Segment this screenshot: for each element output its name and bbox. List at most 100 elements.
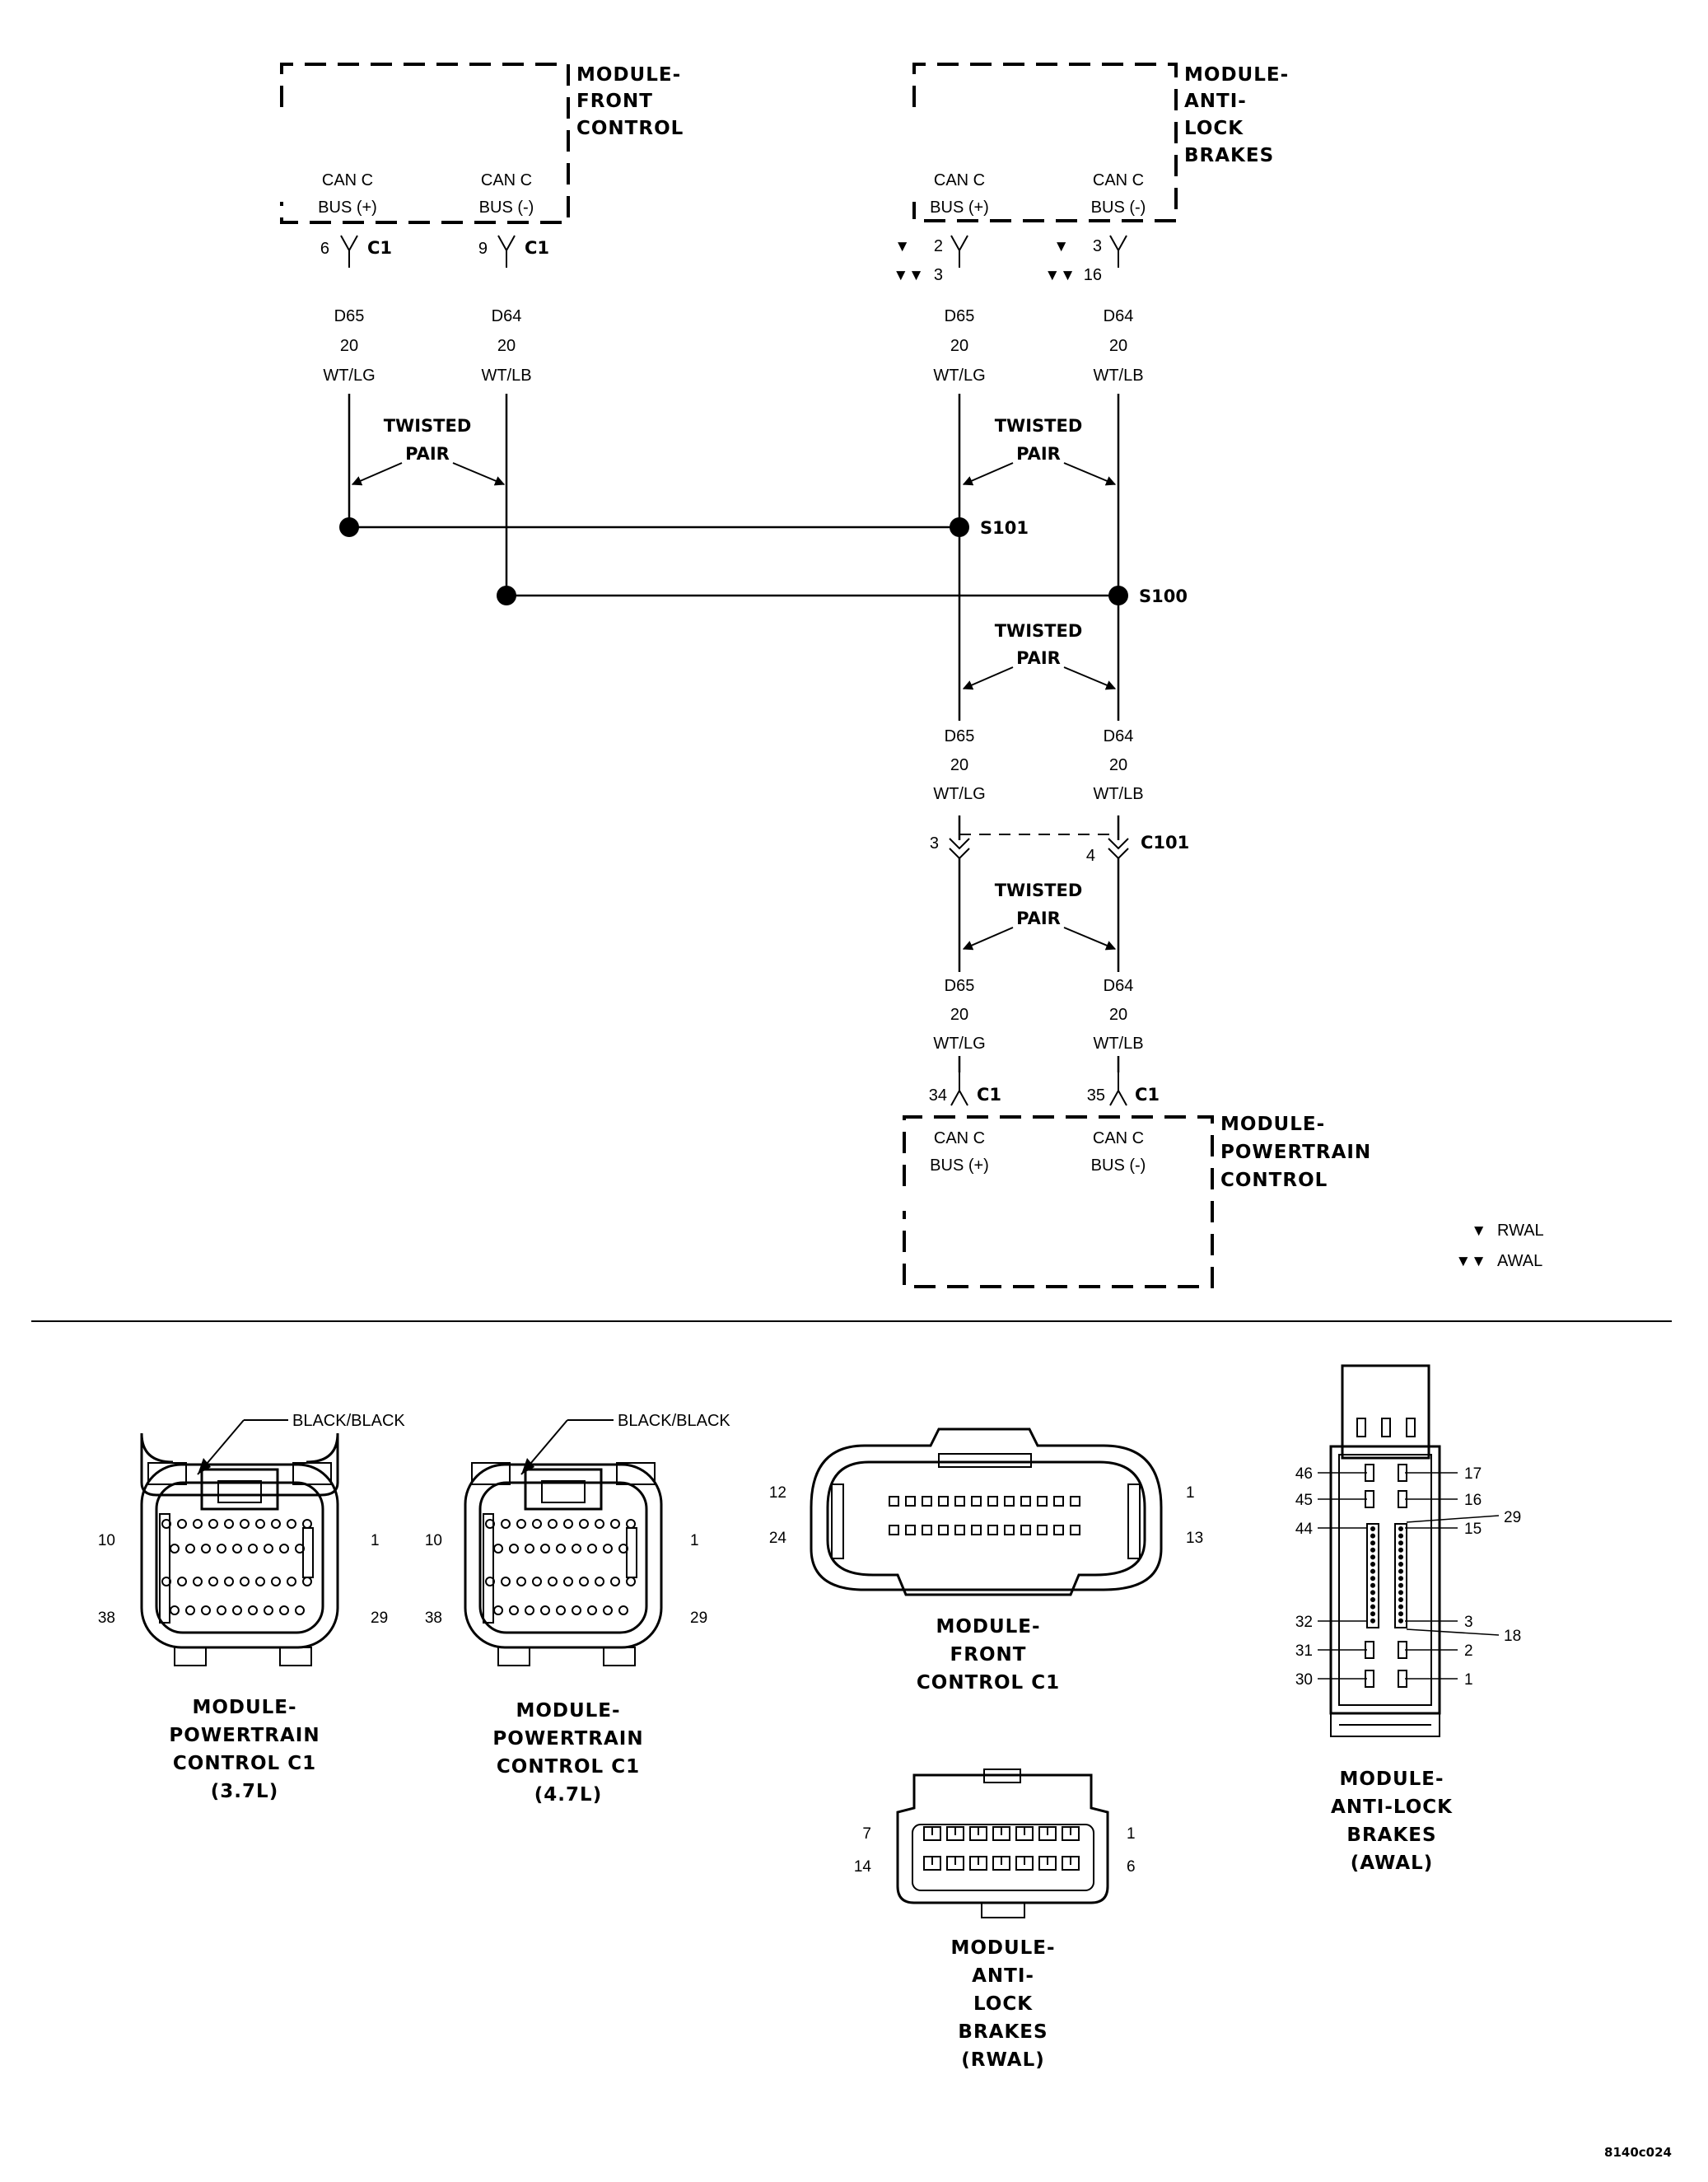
pin-number: 30	[1295, 1671, 1313, 1689]
pin-cavity	[1370, 1576, 1375, 1582]
wire-labels: D65 20 WT/LG D64 20 WT/LB D65 20 WT/LG D…	[323, 307, 1143, 1053]
pin-number: 12	[769, 1484, 786, 1502]
pin-cavity	[540, 1544, 550, 1554]
pin-cavity	[1398, 1562, 1403, 1567]
pin-cavity	[1370, 1554, 1375, 1560]
pin-grid	[483, 1513, 637, 1624]
wire-gauge: 20	[1109, 756, 1127, 774]
connector-caption: (RWAL)	[961, 2049, 1045, 2071]
pin-leader	[1406, 1515, 1500, 1523]
key-slot	[159, 1513, 170, 1624]
legend-marker: ▼▼	[1455, 1253, 1486, 1270]
pin-cavity	[525, 1605, 534, 1615]
pin-cavity	[556, 1605, 566, 1615]
key-slot	[302, 1527, 314, 1578]
pin-cavity	[595, 1577, 604, 1586]
pin-cavity	[279, 1605, 289, 1615]
bus-minus-label: BUS (-)	[1091, 1156, 1146, 1175]
pin-grid	[889, 1496, 1080, 1535]
connector-caption: BRAKES	[1346, 1825, 1436, 1846]
connector-pcm-c1-3-7l: BLACK/BLACK 10 1 38 29 MODULE- POWERTRAI…	[98, 1412, 406, 1802]
pin-number: 44	[1295, 1521, 1314, 1538]
pin-cavity	[185, 1605, 195, 1615]
pin-cavity	[1398, 1590, 1403, 1596]
pin-cavity	[1053, 1496, 1064, 1507]
twisted-pair-callouts: TWISTED PAIR TWISTED PAIR TWISTED PAIR T…	[351, 416, 1117, 951]
wires	[348, 394, 1120, 1072]
pin-cavity	[185, 1544, 195, 1554]
pin-cavity	[271, 1519, 281, 1529]
pin-cavity	[201, 1544, 211, 1554]
connector-caption: LOCK	[973, 1993, 1033, 2015]
pin-grid	[159, 1513, 314, 1624]
can-c-label: CAN C	[1093, 171, 1144, 189]
pin-number: 1	[690, 1532, 699, 1549]
pin-number: 3	[934, 266, 943, 284]
pin-cavity	[509, 1605, 519, 1615]
connector-id: C101	[1141, 833, 1189, 853]
legend-marker: ▼▼	[1044, 267, 1076, 284]
connector-id: C1	[367, 238, 392, 258]
pin-number: 4	[1086, 847, 1095, 865]
wire-color: WT/LB	[481, 367, 531, 385]
pin-cavity	[501, 1519, 511, 1529]
pin-cavity	[626, 1519, 636, 1529]
wire-color: WT/LG	[323, 367, 375, 385]
connector-pcm-c1-4-7l: BLACK/BLACK 10 1 38 29 MODULE- POWERTRAI…	[425, 1412, 731, 1806]
pin-cavity	[1370, 1526, 1375, 1531]
wire-code: D64	[492, 307, 522, 325]
pin-cavity	[1398, 1597, 1403, 1602]
pin-cavity	[1398, 1554, 1403, 1560]
wire-gauge: 20	[497, 337, 516, 355]
wire-code: D64	[1104, 307, 1134, 325]
splice-label: S100	[1139, 586, 1188, 606]
pin-cavity	[610, 1519, 620, 1529]
pin-number: 9	[478, 240, 488, 258]
pin-cavity	[938, 1525, 949, 1535]
wire-gauge: 20	[1109, 337, 1127, 355]
pin-cavity	[1370, 1562, 1375, 1567]
pin-cavity	[287, 1519, 296, 1529]
wire-color: WT/LB	[1093, 785, 1143, 803]
module-label: MODULE-	[576, 64, 681, 86]
connector-caption: MODULE-	[936, 1616, 1040, 1638]
pin-cavity	[1398, 1604, 1403, 1610]
legend-marker: ▼	[1471, 1222, 1486, 1240]
pin-number: 32	[1295, 1614, 1313, 1631]
pin-cavity	[279, 1544, 289, 1554]
twisted-pair-label: PAIR	[405, 444, 450, 464]
bus-minus-label: BUS (-)	[1091, 199, 1146, 217]
module-label: MODULE-	[1184, 64, 1289, 86]
connector-caption: MODULE-	[516, 1700, 620, 1722]
pin-cavity	[563, 1577, 573, 1586]
pin-cavity	[501, 1577, 511, 1586]
pin-cavity	[1398, 1526, 1403, 1531]
pin-cavity	[889, 1496, 899, 1507]
pin-cavity	[579, 1519, 589, 1529]
pin-cavity	[987, 1525, 998, 1535]
pin-grid	[923, 1826, 1080, 1871]
pin-cavity	[1398, 1618, 1403, 1624]
legend-label: AWAL	[1497, 1252, 1542, 1270]
pin-cavity	[1370, 1590, 1375, 1596]
pin-cavity	[264, 1605, 273, 1615]
pin-cavity	[516, 1519, 526, 1529]
pin-cavity	[509, 1544, 519, 1554]
pin-number: 16	[1084, 266, 1102, 284]
bus-plus-label: BUS (+)	[318, 199, 377, 217]
pin-cavity	[224, 1519, 234, 1529]
pin-cavity	[177, 1519, 187, 1529]
pin-cavity	[1370, 1597, 1375, 1602]
pin-cavity	[302, 1577, 312, 1586]
splice-dot-s100	[1108, 586, 1128, 605]
pin-cavity	[532, 1519, 542, 1529]
pin-cavity	[540, 1605, 550, 1615]
wire-code: D65	[945, 977, 975, 995]
wire-color: WT/LG	[933, 785, 985, 803]
pin-cavity	[1037, 1525, 1048, 1535]
pin-number: 34	[929, 1086, 947, 1105]
pin-cavity	[587, 1544, 597, 1554]
pin-number: 7	[862, 1825, 871, 1843]
pin-cavity-column	[1366, 1523, 1379, 1628]
pin-cavity	[255, 1519, 265, 1529]
